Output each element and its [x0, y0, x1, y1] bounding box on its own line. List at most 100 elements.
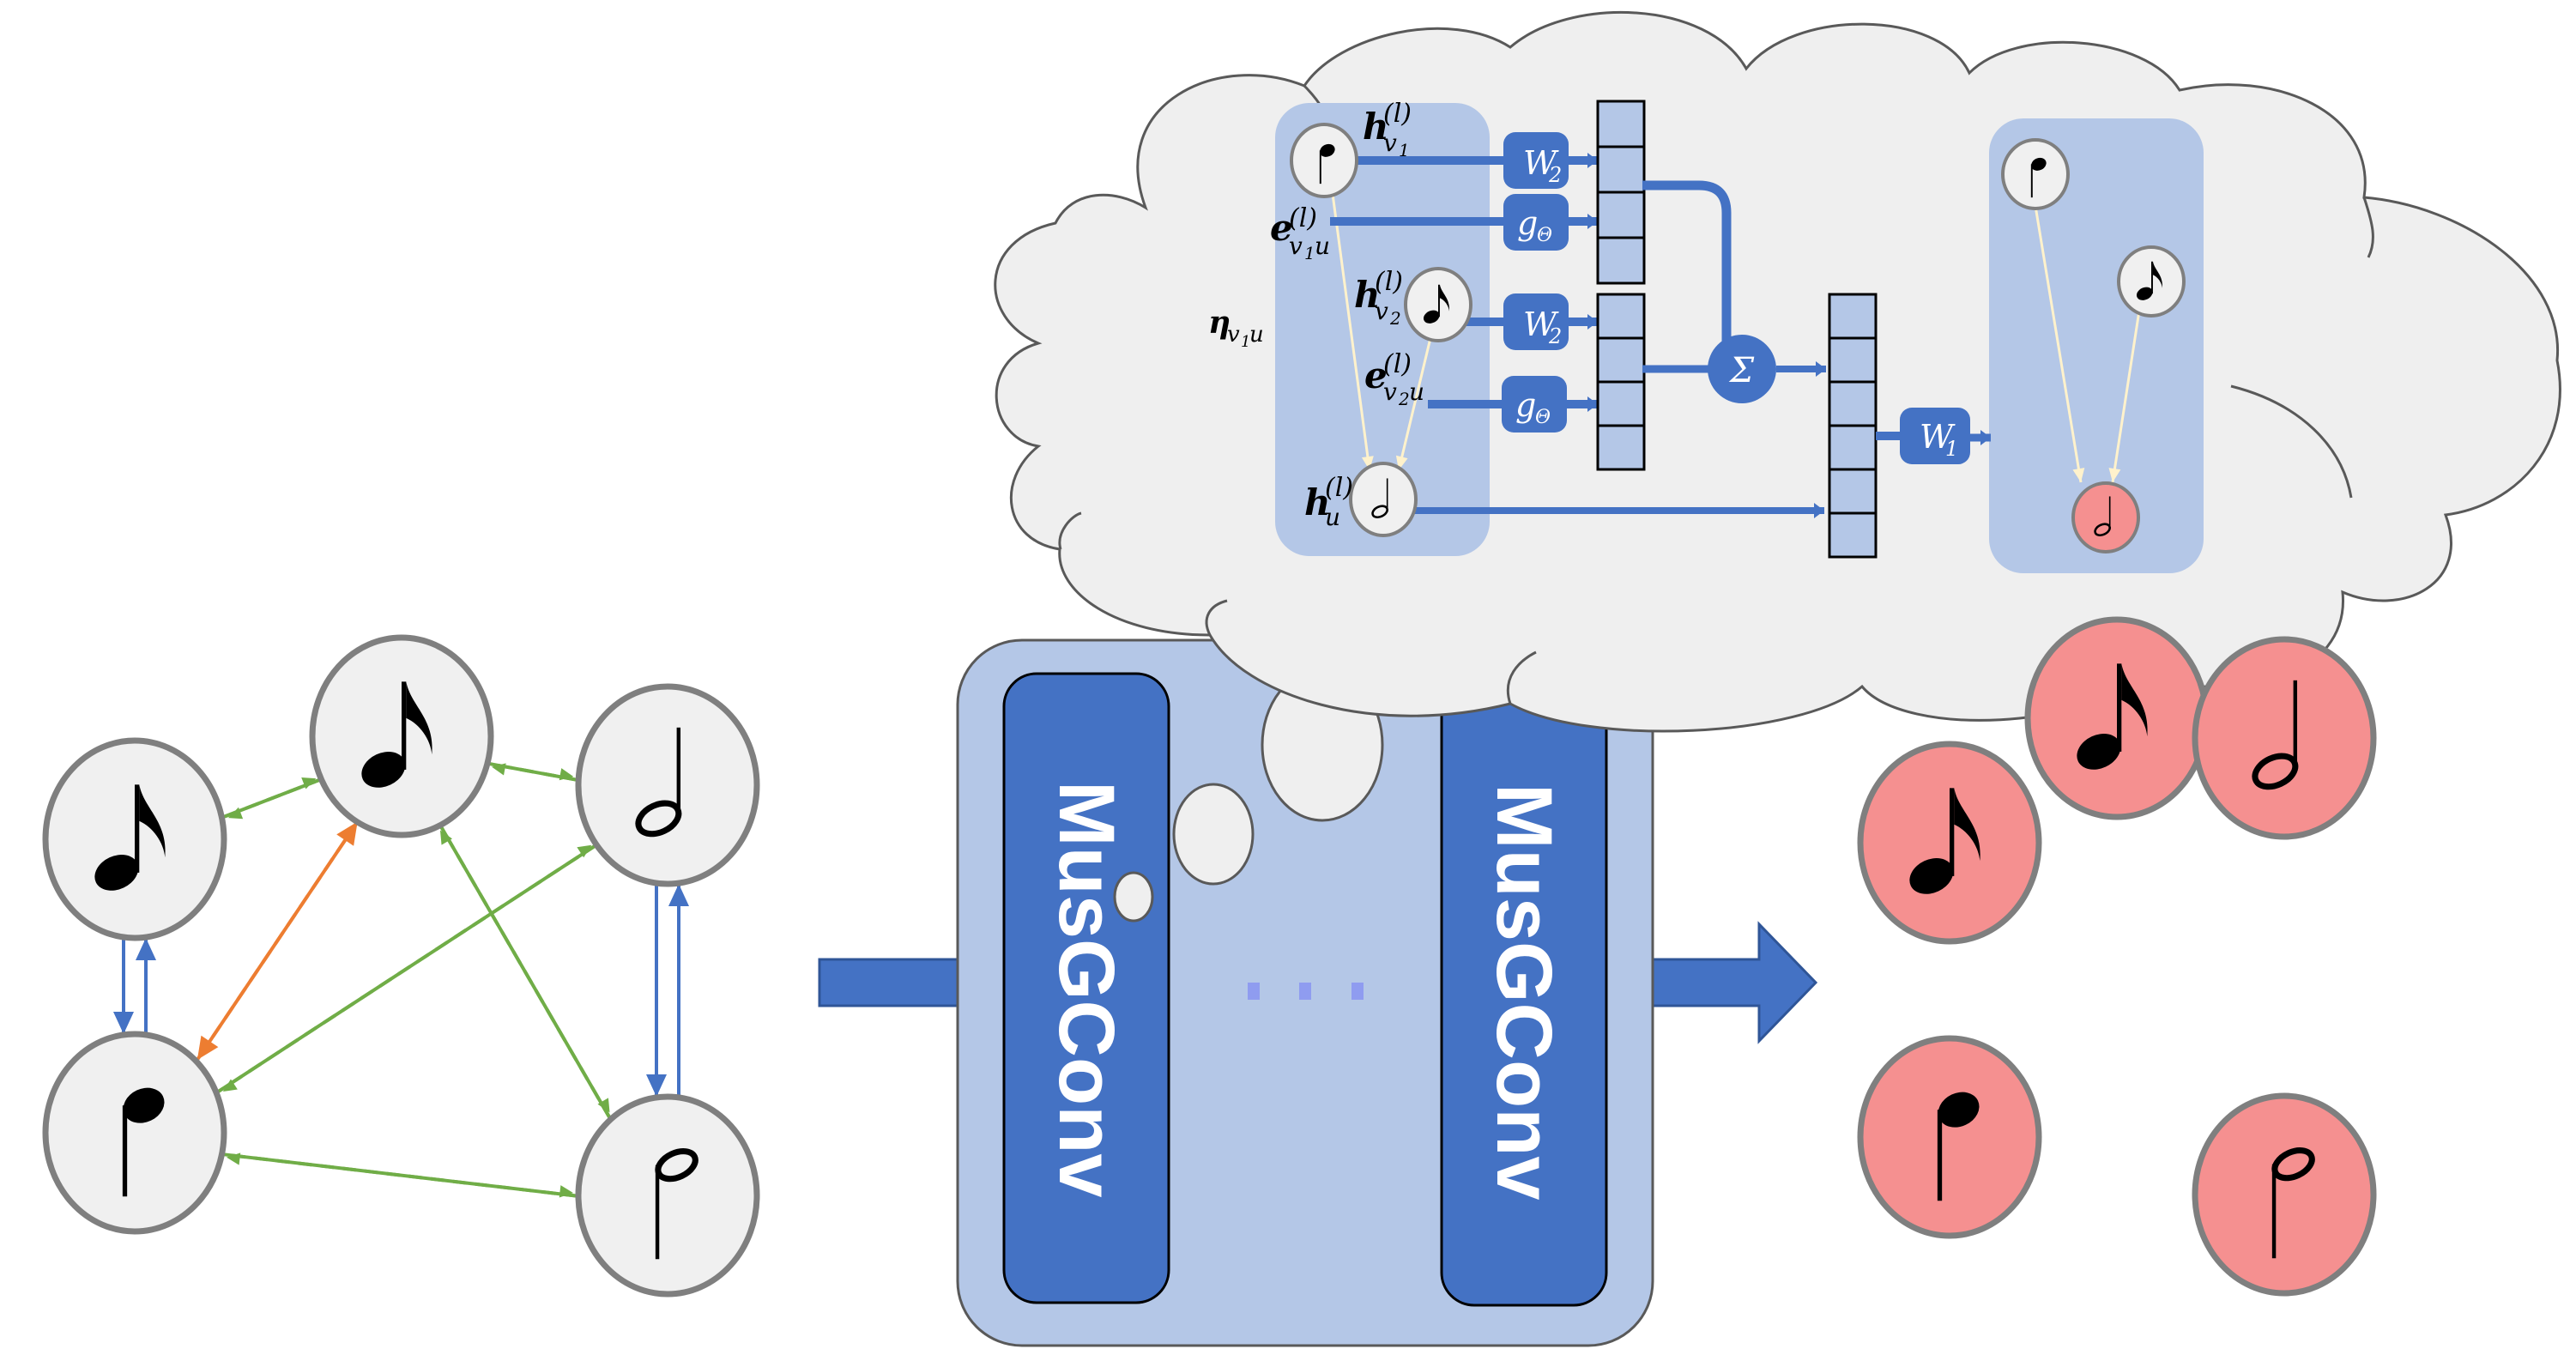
vector-cell [1828, 336, 1878, 384]
svg-text:2: 2 [1389, 308, 1401, 329]
output-node-o5 [2192, 1092, 2377, 1297]
w2-block-1: W 2 [1503, 132, 1569, 189]
svg-text:g: g [1517, 204, 1538, 242]
musgconv-layer-first [1002, 672, 1170, 1304]
cloud-crease [1058, 511, 1082, 550]
svg-text:v: v [1383, 129, 1397, 157]
message-vector-1 [1596, 100, 1646, 285]
cloud-crease [2230, 384, 2353, 499]
input-graph [42, 634, 760, 1298]
detail-cloud: W 2 g Θ W 2 g Θ Σ [994, 11, 2561, 733]
svg-text:1: 1 [1399, 140, 1410, 160]
svg-text:2: 2 [1548, 163, 1562, 187]
w2-block-2: W 2 [1503, 293, 1569, 350]
input-node-n5 [575, 1093, 760, 1298]
svg-text:e: e [1270, 207, 1293, 249]
edge-consecutive-n5-n2 [438, 824, 612, 1119]
svg-text:W: W [1920, 418, 1956, 456]
svg-text:Θ: Θ [1537, 225, 1552, 246]
svg-text:(l): (l) [1325, 473, 1353, 503]
cloud-node-v2 [1404, 267, 1472, 342]
vector-cell [1596, 380, 1646, 427]
svg-text:u: u [1325, 503, 1340, 531]
label-h-v1: h (l) v 1 [1363, 99, 1412, 160]
concat-vector [1828, 293, 1878, 559]
svg-text:Θ: Θ [1535, 407, 1551, 428]
cloud-out-node-v2 [2117, 245, 2186, 318]
svg-text:h: h [1304, 481, 1331, 523]
neighborhood-panel [1275, 103, 1490, 556]
w1-block: W 1 [1900, 408, 1970, 464]
updated-node-panel [1989, 118, 2204, 573]
input-node-n1 [42, 737, 227, 941]
svg-text:u: u [1409, 378, 1424, 406]
cloud-crease [1506, 650, 1537, 705]
cloud-crease [1205, 599, 1228, 636]
svg-text:1: 1 [1241, 333, 1250, 351]
svg-text:Σ: Σ [1728, 351, 1755, 390]
cloud-node-v1 [1290, 123, 1358, 198]
svg-text:v: v [1375, 297, 1388, 325]
svg-text:1: 1 [1945, 437, 1958, 461]
cloud-out-node-v1 [2001, 138, 2070, 210]
svg-text:h: h [1363, 106, 1389, 148]
svg-text:(l): (l) [1289, 203, 1317, 233]
svg-text:v: v [1383, 378, 1397, 406]
vector-cell [1828, 424, 1878, 471]
thought-bubble-small [1113, 871, 1154, 923]
cloud-nodes [1290, 123, 2186, 554]
svg-text:η: η [1208, 305, 1231, 341]
label-h-u: h (l) u [1304, 473, 1353, 531]
vector-cell [1596, 100, 1646, 148]
message-edge-v1-u [1331, 193, 1374, 471]
vector-cell [1596, 236, 1646, 285]
svg-text:(l): (l) [1375, 267, 1403, 297]
vector-cell [1596, 191, 1646, 239]
svg-text:(l): (l) [1383, 99, 1412, 129]
vector-cell [1596, 336, 1646, 384]
g-theta-block-1: g Θ [1503, 194, 1569, 251]
output-node-o2 [2024, 616, 2210, 820]
musgconv-layer-first-label: MusGConv [1043, 781, 1130, 1198]
edge-consecutive-n3-n4 [216, 843, 598, 1094]
label-e-v1u: e (l) v 1 u [1270, 203, 1330, 263]
input-node-n2 [309, 634, 494, 838]
output-node-o1 [1857, 741, 2042, 945]
svg-text:e: e [1364, 354, 1388, 396]
svg-text:W: W [1523, 144, 1559, 182]
cloud-out-node-u [2071, 481, 2140, 554]
label-eta-v1u: η v 1 u [1208, 305, 1264, 351]
message-edge-out-1 [2034, 205, 2085, 483]
vector-cell [1596, 145, 1646, 194]
input-node-n4 [42, 1031, 227, 1235]
output-graph-nodes [1857, 616, 2377, 1297]
output-node-o3 [2192, 636, 2377, 840]
svg-text:1: 1 [1304, 243, 1315, 263]
vector-cell [1828, 293, 1878, 340]
svg-text:2: 2 [1398, 389, 1410, 409]
vector-cell [1828, 511, 1878, 559]
input-node-n3 [575, 683, 760, 887]
edge-during-n2-n4 [196, 820, 360, 1062]
sum-node: Σ [1708, 335, 1776, 403]
svg-text:g: g [1515, 386, 1536, 424]
message-edge-out-2 [2108, 310, 2141, 483]
svg-text:(l): (l) [1383, 349, 1412, 379]
label-e-v2u: e (l) v 2 u [1364, 349, 1424, 409]
musgconv-model: MusGConv MusGConv [956, 638, 1654, 1347]
svg-text:v: v [1289, 232, 1303, 260]
g-theta-block-2: g Θ [1502, 376, 1567, 433]
thought-bubble-medium [1172, 783, 1255, 886]
svg-text:v: v [1227, 322, 1240, 348]
ellipsis-dots [1248, 983, 1364, 1000]
musgconv-layer-last-label: MusGConv [1480, 783, 1568, 1201]
flow-vec1-to-sum [1642, 180, 1732, 343]
vector-cell [1596, 293, 1646, 340]
svg-text:W: W [1523, 305, 1559, 343]
edge-consecutive-n5-n4 [221, 1152, 578, 1198]
vector-cell [1828, 380, 1878, 427]
input-graph-nodes [42, 634, 760, 1298]
svg-text:u: u [1315, 232, 1330, 260]
svg-text:h: h [1354, 274, 1381, 316]
